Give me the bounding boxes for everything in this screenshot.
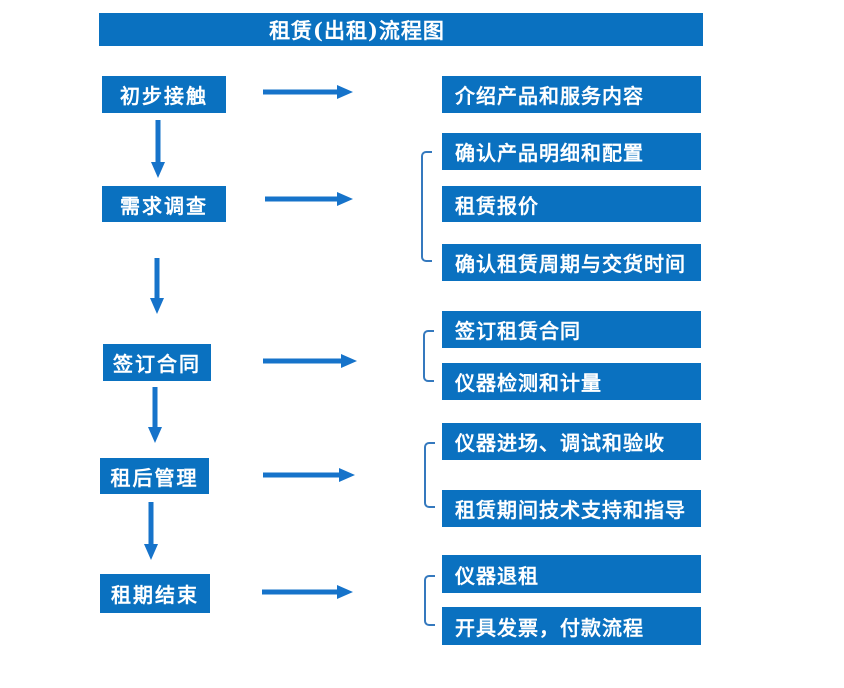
action-box: 介绍产品和服务内容 bbox=[442, 76, 701, 113]
arrow-down-icon bbox=[151, 120, 165, 178]
stage-label: 需求调查 bbox=[120, 193, 208, 218]
stage-box-initial-contact: 初步接触 bbox=[102, 76, 226, 113]
action-box: 仪器检测和计量 bbox=[442, 363, 701, 400]
action-box: 确认租赁周期与交货时间 bbox=[442, 244, 701, 281]
arrow-down-icon bbox=[148, 387, 162, 443]
action-box: 确认产品明细和配置 bbox=[442, 133, 701, 170]
action-label: 签订租赁合同 bbox=[455, 319, 581, 343]
action-box: 签订租赁合同 bbox=[442, 311, 701, 348]
action-label: 租赁期间技术支持和指导 bbox=[455, 498, 686, 522]
action-box: 租赁报价 bbox=[442, 186, 701, 222]
action-box: 租赁期间技术支持和指导 bbox=[442, 490, 701, 527]
action-label: 确认产品明细和配置 bbox=[455, 141, 644, 165]
action-label: 开具发票，付款流程 bbox=[455, 615, 644, 640]
stage-box-sign-contract: 签订合同 bbox=[103, 344, 211, 381]
action-label: 确认租赁周期与交货时间 bbox=[455, 252, 686, 276]
arrow-right-icon bbox=[265, 192, 353, 206]
arrow-right-icon bbox=[263, 354, 357, 368]
action-label: 介绍产品和服务内容 bbox=[455, 84, 644, 108]
action-label: 仪器退租 bbox=[455, 563, 539, 588]
arrow-right-icon bbox=[262, 585, 353, 599]
action-box: 仪器退租 bbox=[442, 555, 701, 593]
stage-label: 租期结束 bbox=[111, 583, 199, 607]
arrow-down-icon bbox=[150, 258, 164, 314]
action-box: 仪器进场、调试和验收 bbox=[442, 423, 701, 460]
group-bracket-icon bbox=[421, 151, 432, 262]
group-bracket-icon bbox=[424, 442, 435, 508]
stage-label: 签订合同 bbox=[113, 352, 201, 376]
stage-label: 初步接触 bbox=[120, 84, 208, 108]
stage-label: 租后管理 bbox=[110, 465, 199, 490]
group-bracket-icon bbox=[423, 330, 434, 382]
arrow-down-icon bbox=[144, 502, 158, 560]
group-bracket-icon bbox=[424, 575, 435, 626]
action-label: 租赁报价 bbox=[455, 193, 539, 218]
arrow-right-icon bbox=[263, 85, 353, 99]
stage-box-lease-end: 租期结束 bbox=[100, 574, 210, 613]
stage-box-post-rental-management: 租后管理 bbox=[100, 458, 209, 494]
action-box: 开具发票，付款流程 bbox=[442, 607, 701, 645]
stage-box-demand-survey: 需求调查 bbox=[102, 186, 226, 222]
flowchart-title-text: 租赁(出租)流程图 bbox=[269, 17, 445, 43]
flowchart-title: 租赁(出租)流程图 bbox=[99, 13, 703, 46]
arrow-right-icon bbox=[263, 468, 355, 482]
action-label: 仪器检测和计量 bbox=[455, 371, 602, 395]
action-label: 仪器进场、调试和验收 bbox=[455, 431, 665, 455]
